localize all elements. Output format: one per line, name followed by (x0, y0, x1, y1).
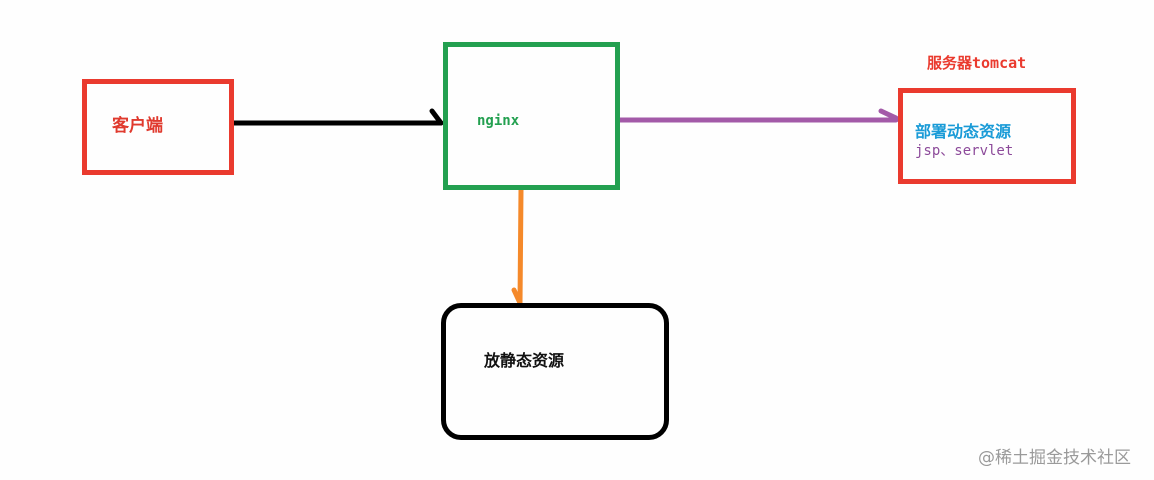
arrow-client-to-nginx (231, 108, 444, 126)
nginx-label: nginx (477, 113, 520, 129)
arrow-nginx-to-tomcat (617, 108, 899, 123)
tomcat-dynamic-label: 部署动态资源 (915, 122, 1012, 141)
tomcat-node (898, 88, 1076, 184)
watermark: @稀土掘金技术社区 (978, 448, 1131, 468)
arrow-nginx-to-static (511, 187, 524, 306)
nginx-node (443, 42, 620, 190)
tomcat-tech-label: jsp、servlet (915, 143, 1014, 159)
client-label: 客户端 (112, 116, 163, 136)
client-node (82, 79, 234, 175)
static-resources-label: 放静态资源 (484, 351, 565, 370)
static-resources-node (441, 303, 669, 440)
tomcat-title: 服务器tomcat (927, 54, 1027, 72)
